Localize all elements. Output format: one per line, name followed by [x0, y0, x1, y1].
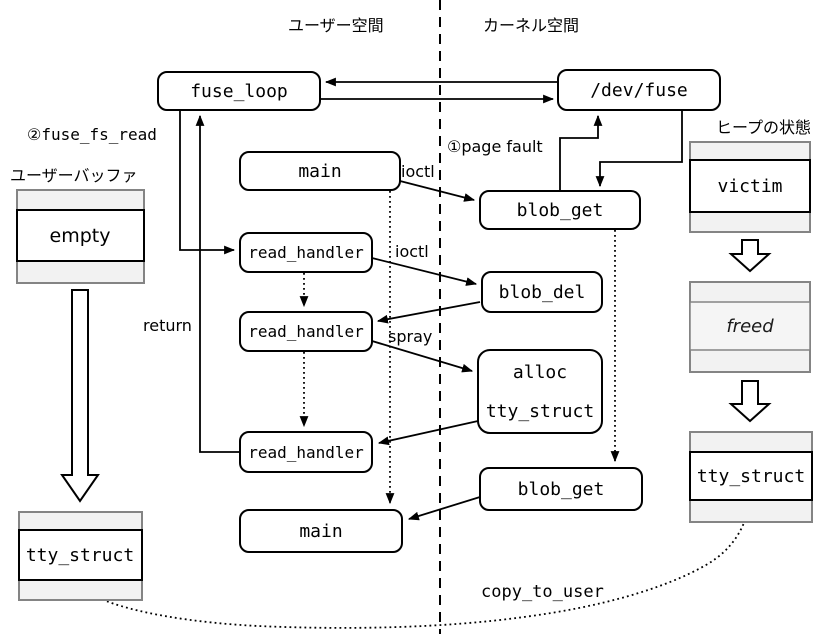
memory-freed: freed	[689, 281, 811, 373]
node-read-handler-3: read_handler	[239, 431, 373, 473]
node-dev-fuse-label: /dev/fuse	[590, 80, 688, 101]
user-space-title: ユーザー空間	[288, 16, 384, 35]
block-arrow-victim-to-freed	[728, 239, 772, 273]
arrow-alloc-to-readhandler3	[377, 420, 479, 446]
node-fuse-loop: fuse_loop	[157, 71, 321, 111]
node-blob-get-bottom: blob_get	[479, 467, 643, 511]
arrow-readhandler1-to-blobdel-ioctl	[371, 257, 478, 286]
label-spray: spray	[388, 327, 432, 346]
label-ioctl-main: ioctl	[401, 162, 435, 181]
node-blob-get-bottom-label: blob_get	[518, 479, 605, 500]
node-read-handler-1-label: read_handler	[248, 243, 364, 262]
node-main-top-label: main	[298, 161, 341, 182]
arrow-blobdel-to-readhandler2	[376, 301, 481, 324]
memory-heap-tty-struct-label: tty_struct	[697, 466, 805, 487]
node-main-top: main	[239, 151, 401, 191]
label-step2-fuse-fs-read: ②fuse_fs_read	[27, 125, 157, 144]
node-blob-del-label: blob_del	[499, 282, 586, 303]
block-arrow-freed-to-ttystruct	[728, 380, 772, 423]
node-read-handler-2-label: read_handler	[248, 322, 364, 341]
arrow-fuseloop-to-readhandler1	[179, 111, 236, 255]
node-blob-get-top: blob_get	[479, 190, 641, 230]
label-return: return	[143, 316, 192, 335]
user-buffer-title: ユーザーバッファ	[10, 166, 138, 185]
memory-heap-tty-struct: tty_struct	[689, 431, 813, 523]
block-arrow-empty-to-ttystruct	[60, 289, 100, 503]
label-ioctl-read: ioctl	[395, 242, 429, 261]
kernel-space-title: カーネル空間	[483, 16, 579, 35]
arrow-readhandler2-to-alloc-spray	[371, 340, 474, 373]
node-read-handler-2: read_handler	[239, 311, 373, 352]
node-read-handler-3-label: read_handler	[248, 443, 364, 462]
arrow-main-to-blobget-ioctl	[399, 180, 476, 202]
node-fuse-loop-label: fuse_loop	[190, 81, 288, 102]
memory-victim: victim	[689, 141, 811, 233]
node-blob-get-top-label: blob_get	[517, 200, 604, 221]
node-alloc-line2: tty_struct	[486, 401, 594, 422]
arrow-blobget-to-devfuse-pagefault	[559, 114, 603, 190]
memory-victim-label: victim	[717, 176, 782, 197]
label-copy-to-user: copy_to_user	[481, 582, 604, 602]
arrow-blobget2-to-main2	[407, 496, 481, 521]
node-dev-fuse: /dev/fuse	[557, 69, 721, 111]
memory-empty-label: empty	[50, 225, 111, 247]
memory-user-tty-struct-label: tty_struct	[26, 545, 134, 566]
dotted-copy-to-user-curve	[83, 499, 751, 629]
memory-user-tty-struct: tty_struct	[18, 511, 143, 601]
heap-state-title: ヒープの状態	[716, 118, 811, 137]
arrow-devfuse-to-blobget	[595, 110, 683, 188]
node-read-handler-1: read_handler	[239, 232, 373, 273]
label-step1-page-fault: ①page fault	[447, 137, 543, 156]
arrow-return-readhandler3-to-fuseloop	[195, 114, 240, 453]
node-main-bottom: main	[239, 509, 403, 553]
memory-empty: empty	[16, 189, 145, 284]
node-main-bottom-label: main	[299, 521, 342, 542]
node-blob-del: blob_del	[481, 271, 603, 313]
memory-freed-label: freed	[726, 316, 774, 337]
node-alloc-line1: alloc	[513, 362, 567, 383]
node-alloc-tty-struct: alloc tty_struct	[477, 349, 603, 434]
